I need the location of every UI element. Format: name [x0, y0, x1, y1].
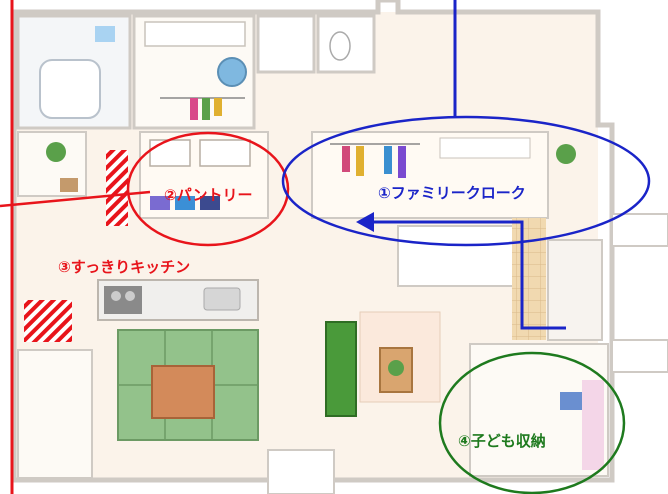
flow-arrow-line	[372, 220, 566, 330]
toilet-room	[256, 14, 376, 74]
cooktop	[104, 286, 142, 314]
tatami-area	[117, 329, 259, 441]
pantry-highlight-circle	[126, 131, 290, 247]
kids-shelf	[582, 380, 604, 470]
stairs	[397, 225, 519, 287]
label-pantry: ②パントリー	[164, 186, 252, 204]
window-bay	[267, 449, 335, 494]
toilet	[329, 31, 351, 61]
sofa	[325, 321, 357, 417]
sink	[203, 287, 241, 311]
porch-lower	[611, 339, 668, 373]
bathtub	[39, 59, 101, 119]
kitchen-counter	[97, 279, 259, 321]
plant	[46, 142, 66, 162]
bathroom-area	[16, 14, 132, 130]
shoe-storage	[547, 239, 603, 341]
storage-room	[17, 349, 93, 479]
kids-storage-highlight-circle	[438, 351, 626, 494]
outer-wall	[11, 0, 615, 483]
hatched-area-pantry	[106, 150, 128, 226]
living-area	[325, 311, 441, 417]
hatched-area-kitchen	[24, 300, 72, 342]
window-glass	[95, 26, 115, 42]
family-cloak-room	[311, 131, 576, 219]
label-family-cloak: ①ファミリークローク	[378, 184, 526, 202]
entrance-tiles	[512, 218, 546, 340]
laundry-room	[132, 14, 256, 130]
label-kids-storage: ④子ども収納	[458, 432, 546, 450]
washer	[217, 57, 247, 87]
flow-arrow-head	[356, 212, 374, 232]
porch	[611, 213, 668, 247]
family-cloak-highlight-circle	[281, 115, 651, 247]
label-kitchen: ③すっきりキッチン	[58, 258, 190, 276]
pantry-pointer-line	[0, 190, 151, 208]
low-table	[151, 365, 215, 419]
